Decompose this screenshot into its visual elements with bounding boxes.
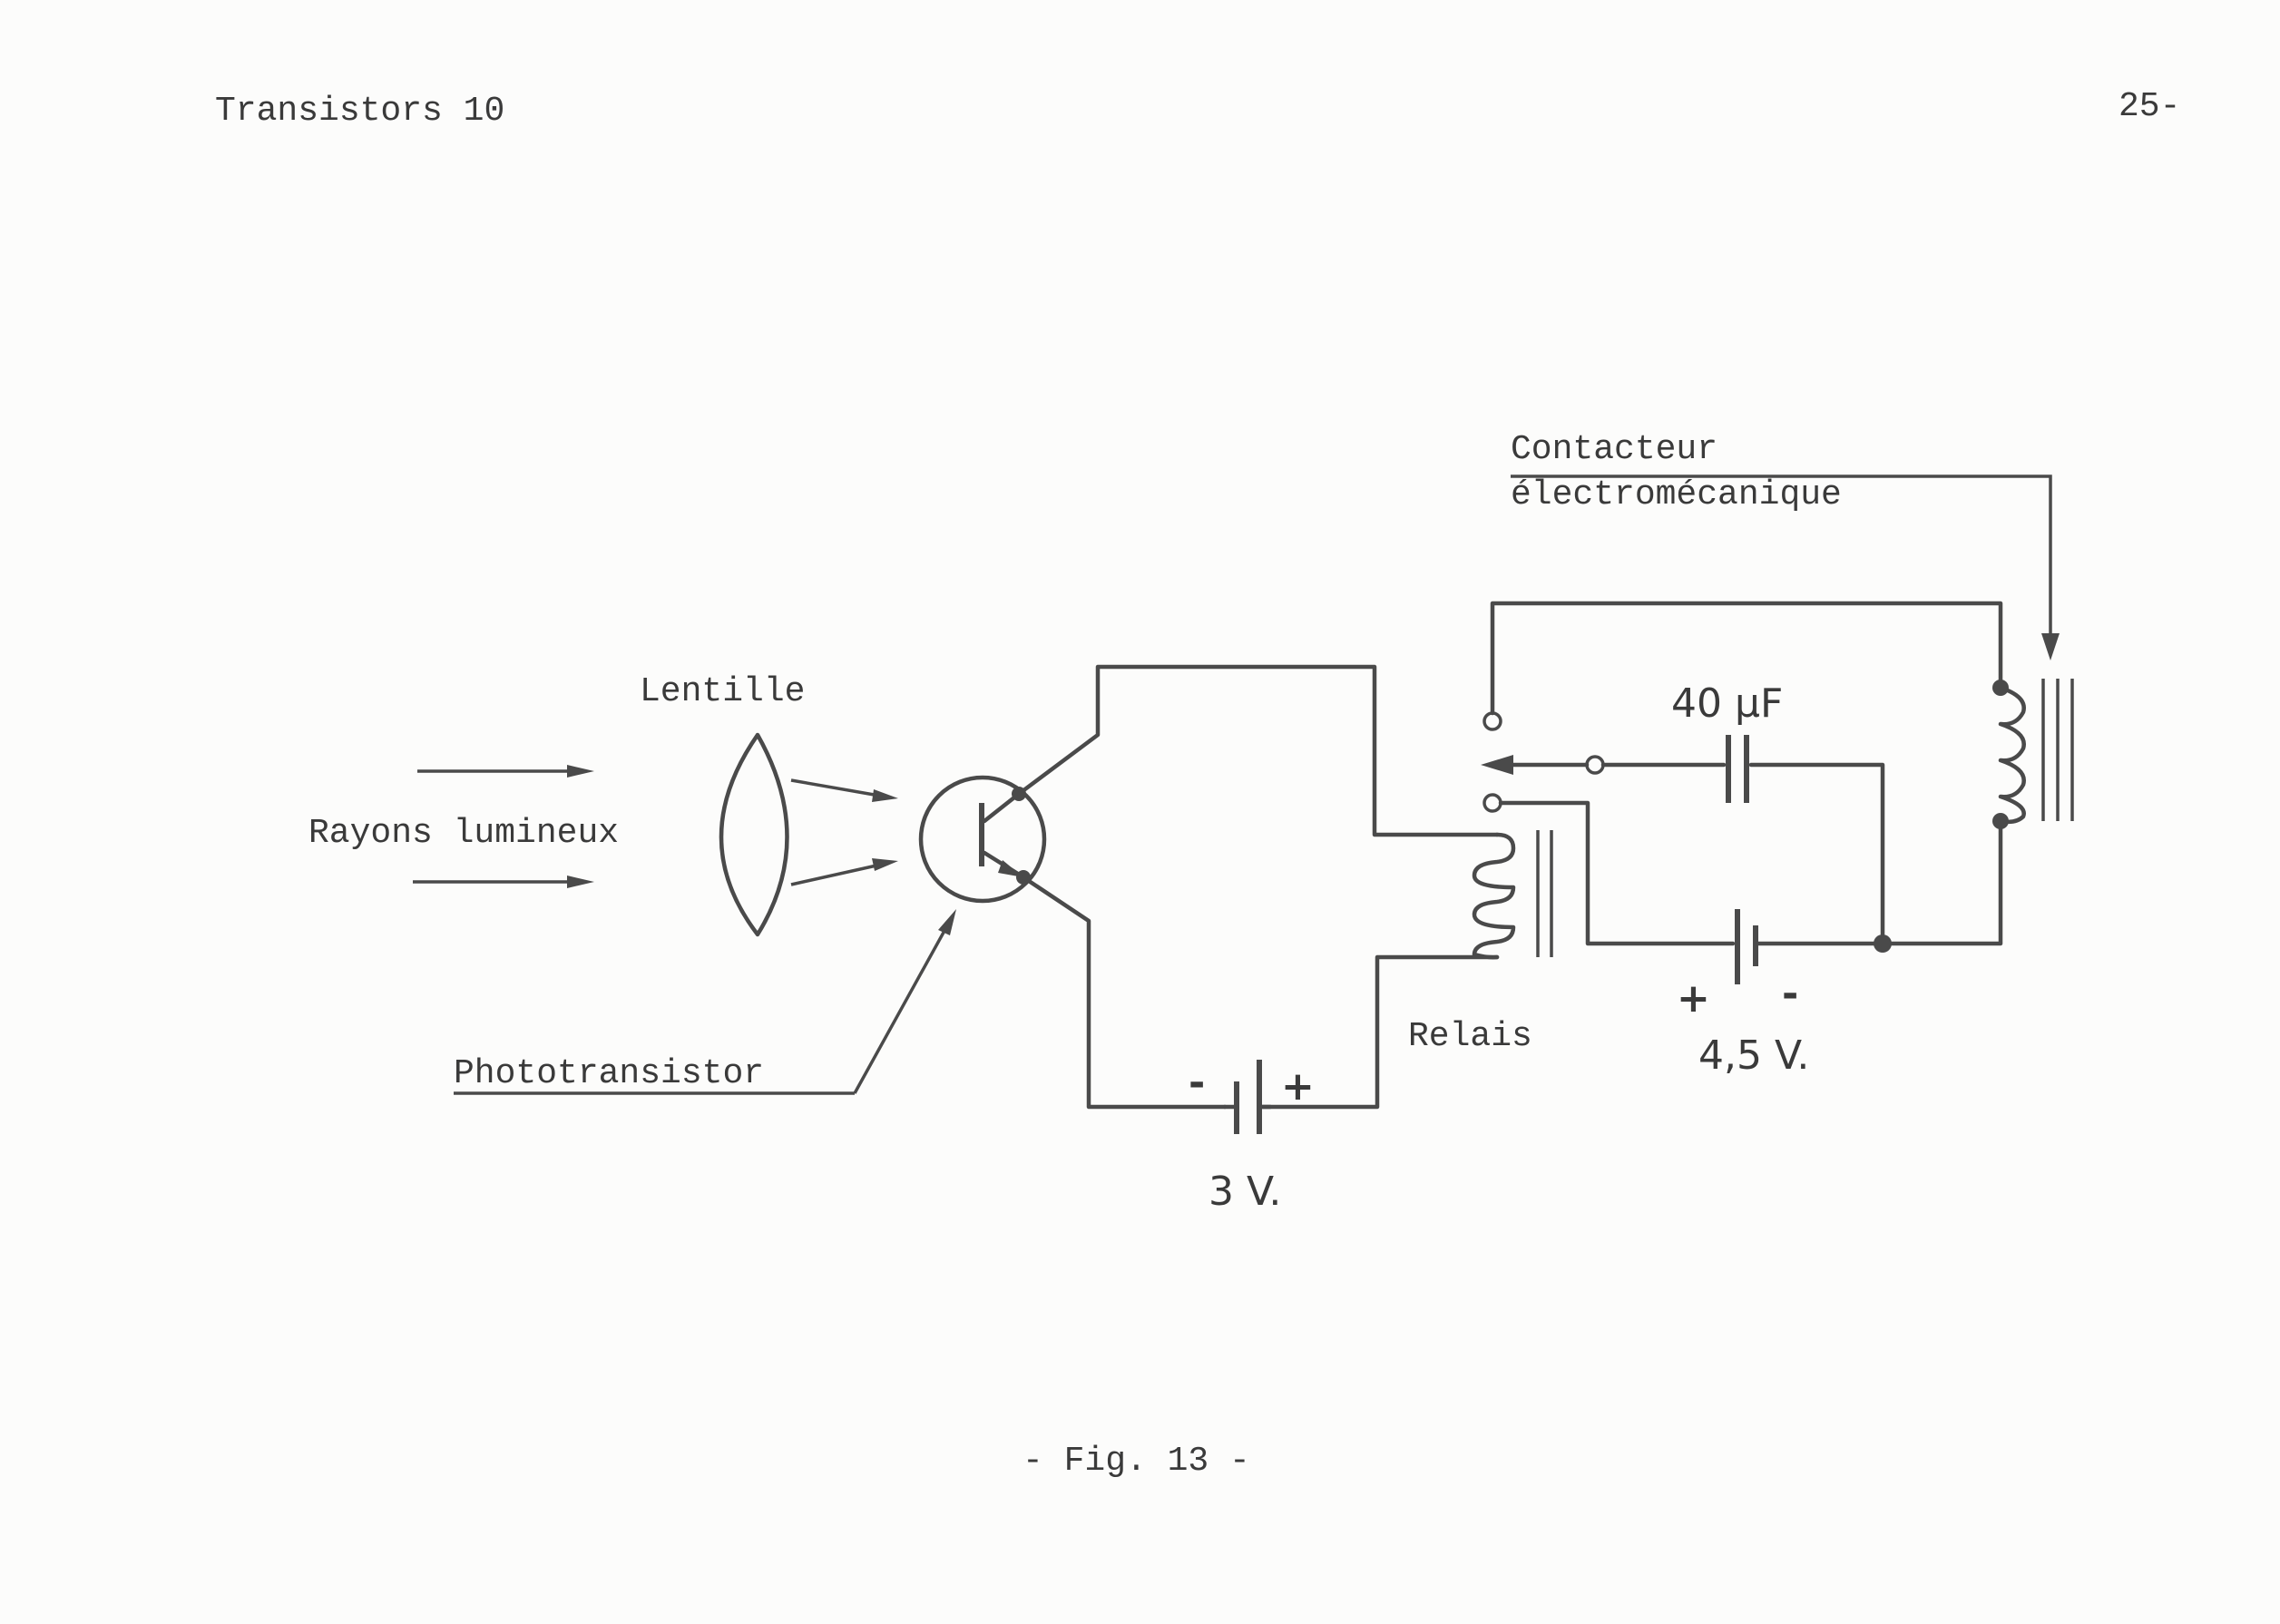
emitter-arrow-icon [998,860,1023,877]
battery-4-5v [1735,909,1758,984]
contact-terminal [1585,755,1605,775]
light-rays [413,765,594,888]
return-wire [1260,954,1500,1110]
battery-3v-plus: + [1281,1063,1315,1110]
label-lentille: Lentille [640,672,805,711]
contact-terminal [1482,793,1502,813]
label-contacteur: Contacteur [1511,430,1717,469]
battery-3v [1222,1060,1273,1134]
arrowhead [872,789,898,802]
label-phototransistor: Phototransistor [454,1054,764,1093]
top-wire [1490,601,2003,716]
label-4-5v: 4,5 V. [1698,1032,1809,1079]
header-title: Transistors 10 [215,92,504,131]
collector-lead [982,791,1022,824]
phototransistor-pointer [853,920,952,1094]
page-number: 25- [2119,87,2180,126]
focused-ray-top [790,778,886,798]
arrowhead [872,858,898,871]
switch-arrow-icon [1481,755,1513,775]
emitter-wire [1021,875,1228,1110]
capacitor [1726,735,1749,803]
relay-switch [1481,711,1605,813]
junction-dot [1874,934,1892,953]
relay-coil [1472,830,1553,960]
label-electromecanique: électromécanique [1511,475,1842,514]
relay-winding-icon [1472,832,1516,960]
battery-3v-minus: - [1189,1060,1205,1106]
arrowhead [567,876,594,888]
label-rayons-lumineux: Rayons lumineux [308,814,619,853]
battery-wire-right [1753,818,2003,946]
collector-wire [1016,664,1500,837]
contactor-arrow-icon [2041,633,2060,660]
contact-terminal [1482,711,1502,731]
phototransistor-body [918,775,1047,904]
label-3v: 3 V. [1208,1169,1281,1215]
contactor-circuit [1490,601,2003,953]
contactor-pointer-line [1511,474,2052,640]
focused-ray-bottom [790,862,886,886]
label-relais: Relais [1408,1017,1532,1056]
contactor-winding-icon [1998,685,2026,825]
battery-4-5v-plus: + [1677,975,1710,1022]
phototransistor-circuit [1016,664,1500,1110]
figure-caption: - Fig. 13 - [1023,1442,1250,1481]
battery-4-5v-minus: - [1782,971,1798,1017]
lens-icon [719,732,789,937]
arrowhead [938,909,956,935]
phototransistor-symbol [918,775,1047,904]
label-capacitor: 40 µF [1671,680,1783,727]
battery-wire-left [1498,800,1736,946]
capacitor-wire-right [1748,762,1885,946]
contactor-coil [1992,679,2074,829]
focused-rays [790,778,898,886]
arrowhead [567,765,594,778]
